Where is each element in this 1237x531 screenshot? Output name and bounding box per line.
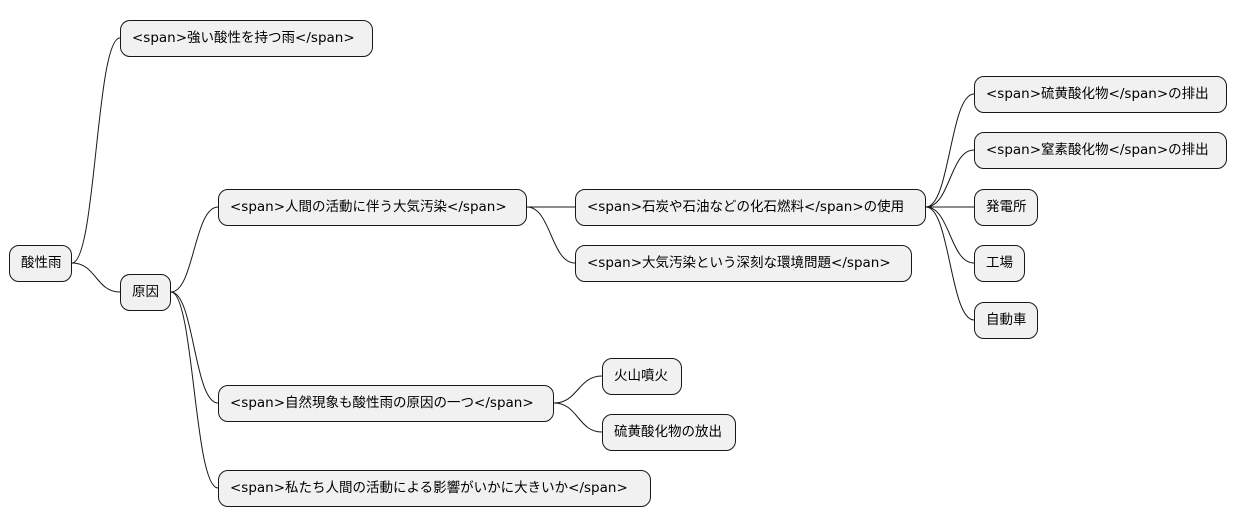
edge-cause-human-pollution <box>170 206 219 293</box>
node-human-impact: <span>私たち人間の活動による影響がいかに大きいか</span> <box>218 470 651 507</box>
node-natural-phenomenon: <span>自然現象も酸性雨の原因の一つ</span> <box>218 385 554 422</box>
node-human-pollution: <span>人間の活動に伴う大気汚染</span> <box>218 189 527 226</box>
node-definition: <span>強い酸性を持つ雨</span> <box>120 20 373 57</box>
node-power-plant: 発電所 <box>974 189 1038 226</box>
edge-cause-human-impact <box>170 291 219 489</box>
node-sulfur-emission: <span>硫黄酸化物</span>の排出 <box>974 76 1227 113</box>
node-sulfur-release: 硫黄酸化物の放出 <box>602 414 736 451</box>
node-automobile: 自動車 <box>974 302 1038 339</box>
edge-fossil-factory <box>925 206 975 264</box>
node-factory: 工場 <box>974 245 1025 282</box>
edge-natural-sulfur-release <box>553 402 603 433</box>
node-root: 酸性雨 <box>9 245 72 282</box>
edge-root-definition <box>71 37 121 264</box>
node-volcano: 火山噴火 <box>602 358 682 395</box>
node-fossil-fuel-use: <span>石炭や石油などの化石燃料</span>の使用 <box>575 189 926 226</box>
edge-fossil-auto <box>925 206 975 321</box>
node-serious-problem: <span>大気汚染という深刻な環境問題</span> <box>575 245 912 282</box>
edge-natural-volcano <box>553 375 603 404</box>
edge-fossil-sulfur <box>925 93 975 208</box>
edge-fossil-nitrogen <box>925 149 975 208</box>
node-nitrogen-emission: <span>窒素酸化物</span>の排出 <box>974 132 1227 169</box>
edge-root-cause <box>71 262 121 293</box>
edge-pollution-problem <box>526 206 576 264</box>
edge-cause-natural <box>170 291 219 404</box>
node-cause: 原因 <box>120 274 171 311</box>
